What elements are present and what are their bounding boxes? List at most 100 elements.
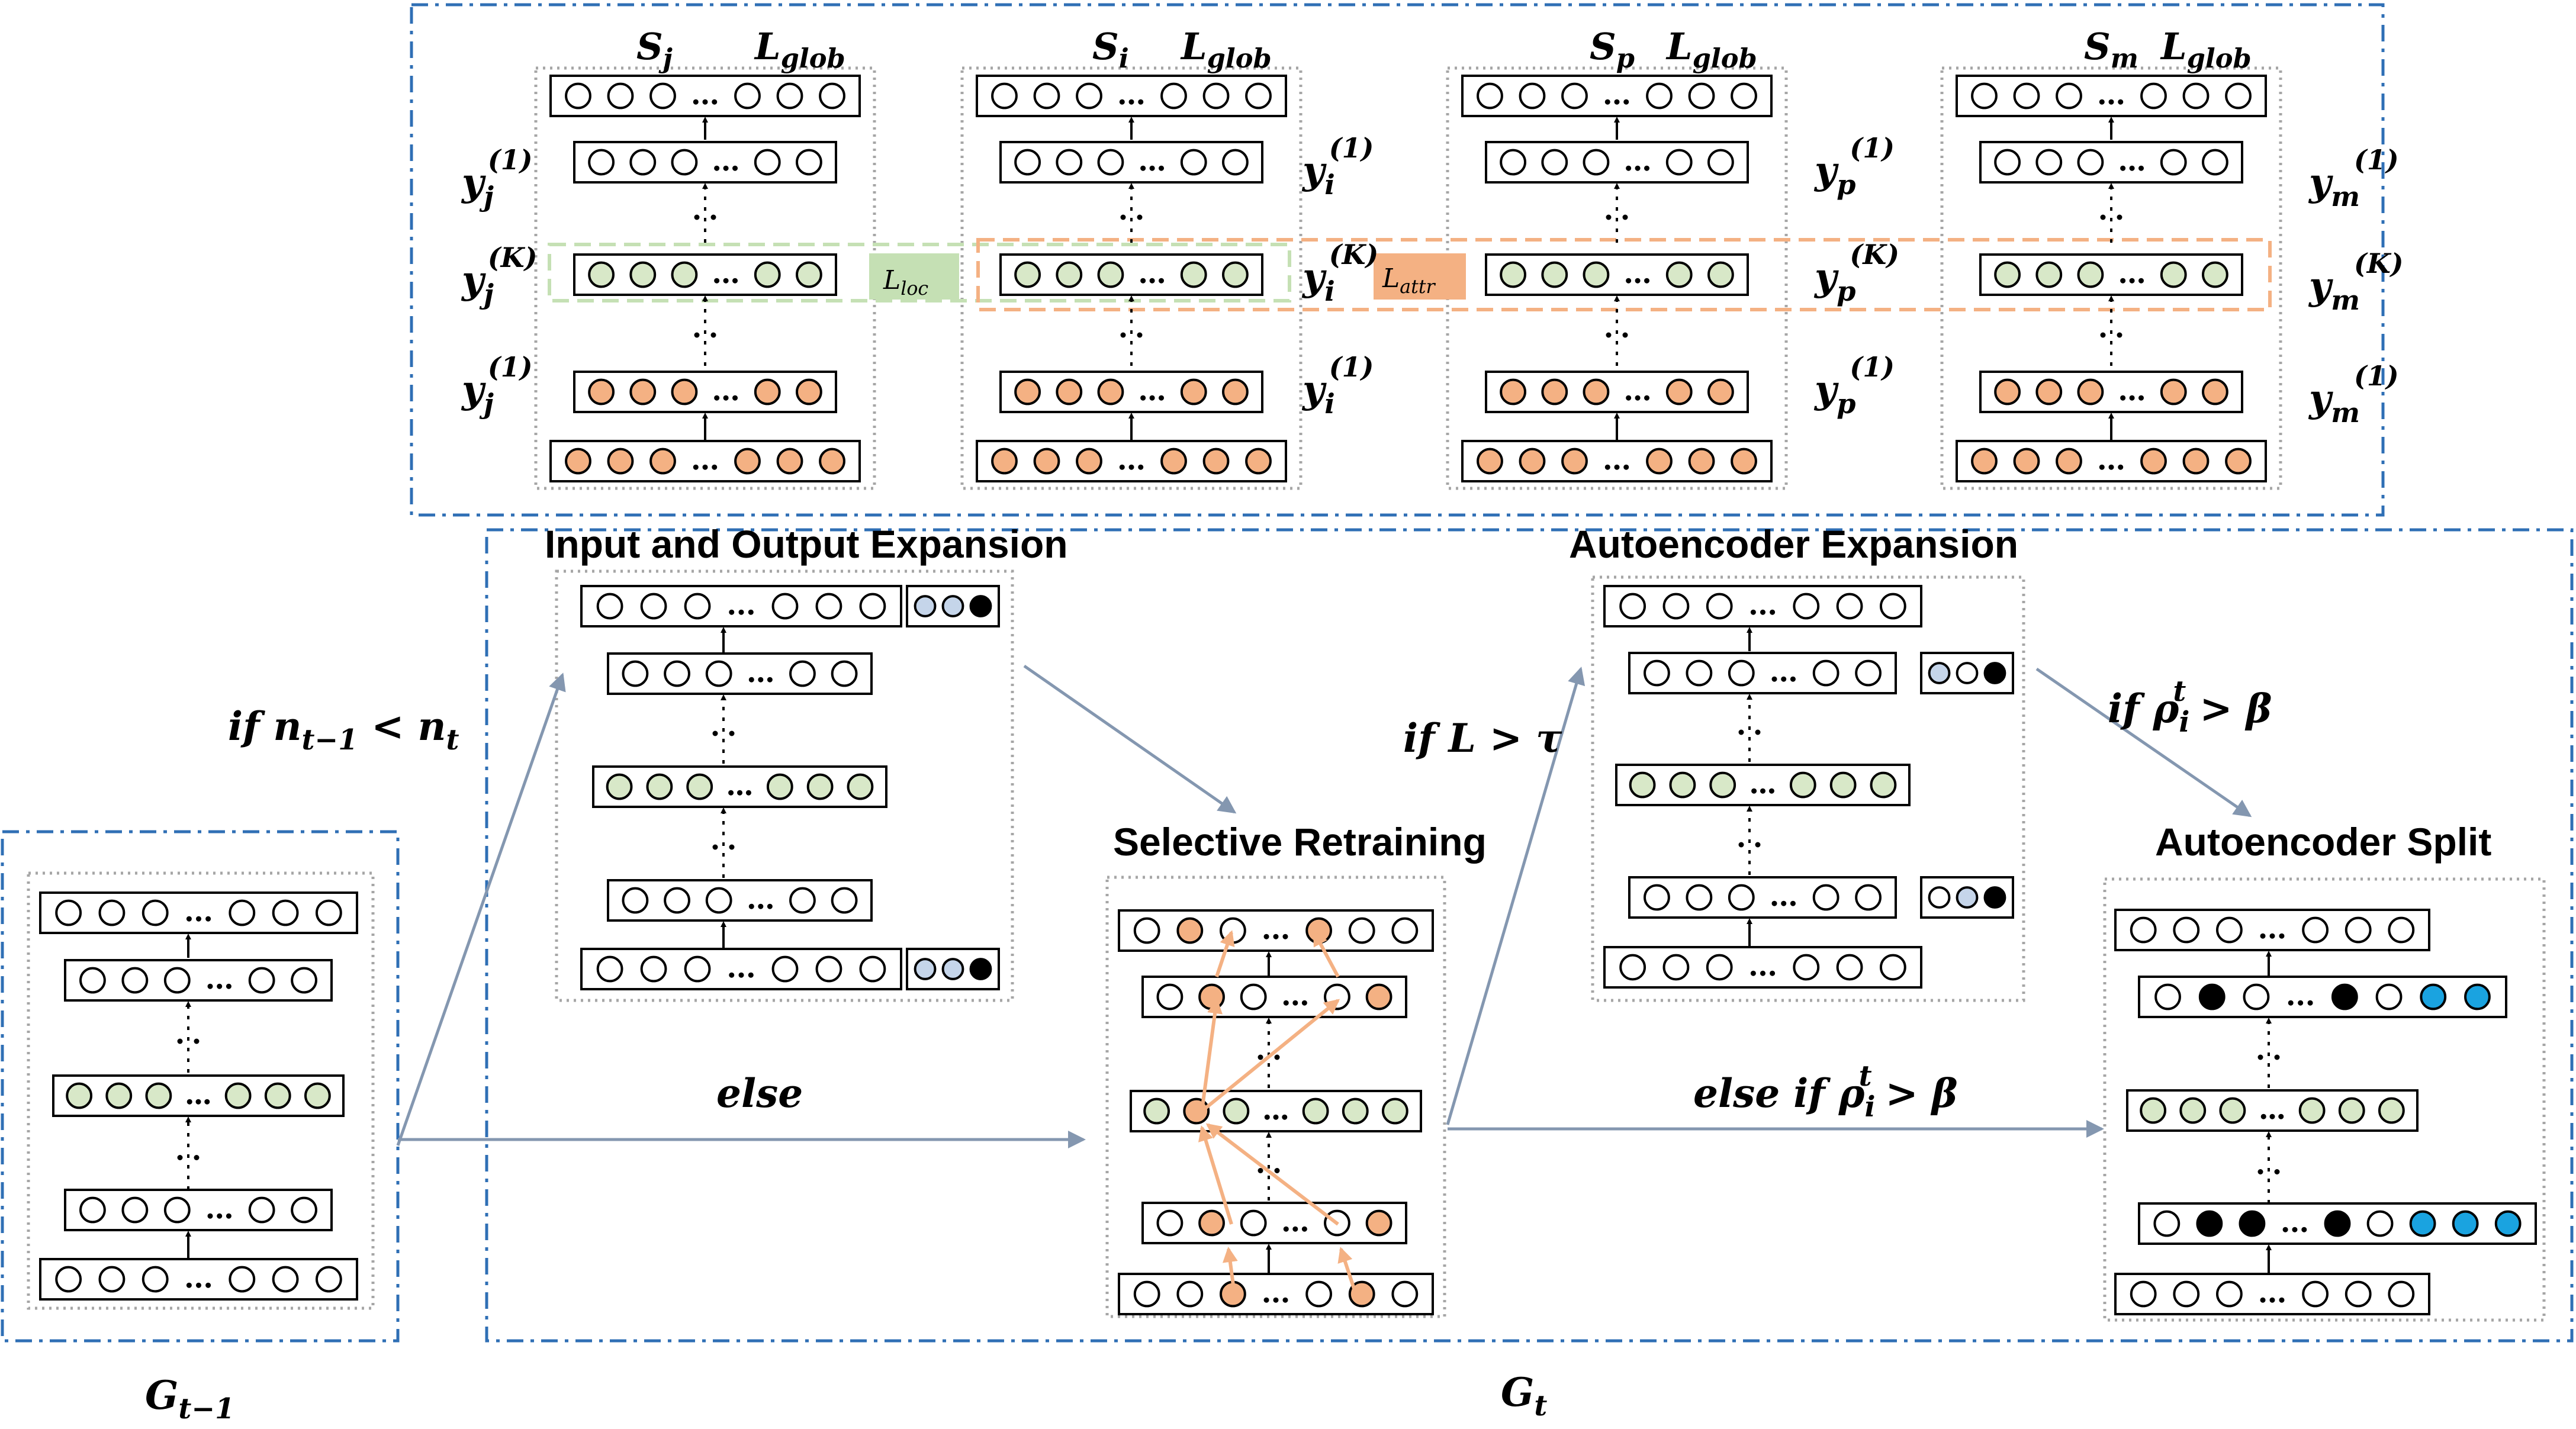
ae-output-layer <box>1603 585 1922 627</box>
neuron-node <box>1180 261 1207 288</box>
neuron-node <box>224 1082 252 1109</box>
neuron-node <box>1348 1280 1375 1308</box>
ellipsis-dot <box>1140 165 1146 171</box>
neuron-node <box>1014 378 1041 405</box>
sr-box <box>1105 876 1446 1318</box>
neuron-node <box>1561 82 1588 110</box>
net-m-code-layer <box>1979 253 2243 296</box>
neuron-node <box>1706 593 1733 620</box>
ellipsis-dot <box>2138 278 2144 284</box>
split-encoder-layer <box>2138 1202 2537 1245</box>
neuron-node <box>831 887 858 914</box>
ellipsis-dot <box>694 214 700 220</box>
neuron-node <box>629 149 657 176</box>
flow-arrows <box>396 664 2252 1295</box>
neuron-node <box>66 1082 93 1109</box>
neuron-node <box>1707 149 1734 176</box>
ellipsis-dot <box>1138 464 1144 470</box>
ellipsis-dot <box>1283 1000 1289 1006</box>
neuron-node <box>565 82 591 110</box>
neuron-node <box>1221 378 1249 405</box>
neuron-node <box>1183 1098 1210 1125</box>
neuron-node <box>1198 983 1225 1010</box>
neuron-node <box>2160 378 2187 405</box>
neuron-node <box>1541 378 1568 405</box>
retrain-arrow <box>1201 999 1340 1113</box>
g-curr-label: Gt <box>1501 1369 1547 1422</box>
neuron-node <box>2160 261 2187 288</box>
neuron-node <box>629 378 657 405</box>
s-hat-i-label: Si <box>1092 25 1129 74</box>
neuron-node <box>229 899 256 926</box>
neuron-node <box>1156 983 1184 1010</box>
ellipsis-dot <box>1614 99 1620 105</box>
neuron-node <box>671 378 698 405</box>
ellipsis-dot <box>767 903 773 909</box>
neuron-node <box>705 887 732 914</box>
layer-box <box>1628 652 1897 694</box>
ellipsis-dot <box>2274 1054 2280 1060</box>
neuron-node <box>1202 448 1230 475</box>
ellipsis-dot <box>738 609 744 615</box>
ellipsis-dot <box>729 609 735 615</box>
io-output-layer <box>580 585 902 627</box>
layer-box <box>592 765 887 808</box>
neuron-node <box>1983 662 2006 684</box>
neuron-node <box>2452 1210 2479 1237</box>
ellipsis-dot <box>2257 1169 2263 1174</box>
s-hat-m-label: Sm <box>2084 25 2138 74</box>
ellipsis-dot <box>1760 609 1765 615</box>
neuron-node <box>1619 593 1646 620</box>
y-j-1-bottom-label: yj(1) <box>461 351 533 420</box>
neuron-node <box>2215 1280 2243 1308</box>
layer-box <box>52 1074 345 1117</box>
neuron-node <box>1056 378 1083 405</box>
ellipsis-dot <box>1606 332 1612 338</box>
ellipsis-dot <box>1781 676 1787 682</box>
layer-box <box>64 959 333 1002</box>
ellipsis-dot <box>2138 395 2144 401</box>
flow-ae-expansion-to-split <box>2035 667 2252 818</box>
neuron-node <box>1971 448 1998 475</box>
layer-box <box>1979 371 2243 413</box>
ellipsis-dot <box>2118 99 2124 105</box>
neuron-node <box>754 261 781 288</box>
ellipsis-dot <box>2108 464 2114 470</box>
neuron-node <box>141 1266 169 1293</box>
ae-decoder-layer <box>1628 652 1897 694</box>
neuron-node <box>1983 886 2006 909</box>
sr-output-layer <box>1118 909 1434 952</box>
ellipsis-dot <box>2117 214 2122 220</box>
neuron-node <box>272 899 299 926</box>
neuron-node <box>766 773 793 800</box>
gprev-code-layer <box>52 1074 345 1117</box>
layer-box <box>549 75 861 117</box>
ellipsis-dot <box>2129 278 2135 284</box>
ellipsis-dot <box>1273 1297 1279 1303</box>
y-p-k-label: yp(K) <box>1813 239 1899 307</box>
neuron-node <box>1707 378 1734 405</box>
net-i-code-layer <box>999 253 1263 296</box>
neuron-node <box>1221 261 1249 288</box>
neuron-node <box>705 660 732 687</box>
ellipsis-dot <box>1770 970 1776 976</box>
ellipsis-dot <box>1159 395 1165 401</box>
l-attr-tag <box>1374 253 1466 300</box>
layer-box <box>1141 976 1407 1018</box>
neuron-node <box>789 887 816 914</box>
neuron-node <box>1056 149 1083 176</box>
layer-box <box>607 879 873 922</box>
ellipsis-dot <box>693 99 699 105</box>
neuron-node <box>588 261 615 288</box>
layer-box <box>1118 909 1434 952</box>
ellipsis-dot <box>748 677 754 683</box>
ellipsis-dot <box>2269 1297 2275 1303</box>
ellipsis-dot <box>1282 1297 1288 1303</box>
ellipsis-dot <box>710 214 716 220</box>
ellipsis-dot <box>186 1099 192 1105</box>
io-code-layer <box>592 765 887 808</box>
neuron-node <box>991 82 1018 110</box>
ellipsis-dot <box>1622 332 1628 338</box>
ellipsis-dot <box>714 278 720 284</box>
